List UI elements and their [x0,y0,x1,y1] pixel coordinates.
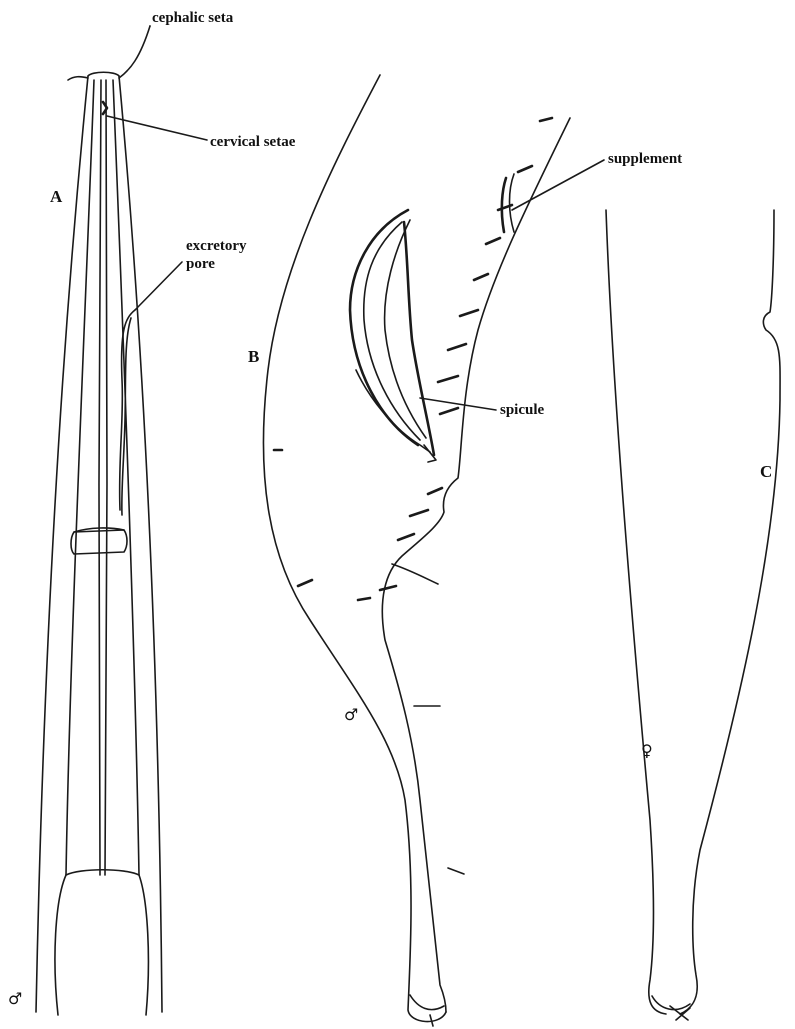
panel-b-seta-5 [474,274,488,280]
panel-b-seta-19 [448,868,464,874]
panel-c-body-outline-right [680,210,780,1014]
panel-a-pharynx-left [66,80,94,875]
panel-c-female-tail [606,210,780,1020]
panel-a-pharynx-right [113,80,139,875]
label-cervical-setae: cervical setae [210,134,296,150]
panel-b-sex-symbol: ♂ [344,705,358,724]
panel-b-seta-13 [392,564,438,584]
panel-b-seta-4 [486,238,500,244]
panel-b-seta-7 [448,344,466,350]
label-excretory-line2: pore [186,256,215,272]
panel-b-seta-15 [358,598,370,600]
panel-b-seta-10 [428,488,442,494]
panel-a-lumen-1 [99,80,101,875]
panel-b-seta-9 [440,408,458,414]
cervical-setae-leader [107,116,207,140]
panel-a-cardia [55,875,66,1015]
panel-b-tail-tip [410,995,444,1010]
panel-a-cardia-right [139,875,148,1015]
panel-b-seta-2 [518,166,532,172]
panel-a-letter: A [50,187,63,206]
panel-b-supplement-2 [510,174,515,232]
panel-b-male-tail [263,75,604,1026]
panel-b-spicule-outer [350,210,418,445]
panel-a-cephalic-seta-left [68,77,88,80]
label-spicule: spicule [500,402,545,418]
panel-b-seta-1 [540,118,552,121]
panel-b-seta-6 [460,310,478,316]
panel-b-setae [274,118,552,874]
label-excretory-line1: excretory [186,238,247,254]
panel-b-body-outline-outer [263,75,446,1022]
panel-c-body-outline-left [606,210,666,1014]
panel-a-sex-symbol: ♂ [8,989,22,1008]
panel-c-letter: C [760,462,772,481]
panel-b-seta-8 [438,376,458,382]
excretory-pore-leader [135,262,182,310]
panel-a-cephalic-seta-right [119,26,150,78]
panel-a-cardia-top [66,870,139,875]
panel-b-seta-12 [398,534,414,540]
panel-a-head [88,72,119,76]
panel-a-lumen-2 [105,80,107,875]
label-cephalic-seta: cephalic seta [152,10,234,26]
panel-b-seta-11 [410,510,428,516]
panel-b-seta-14 [380,586,396,590]
label-supplement: supplement [608,151,682,167]
panel-b-supplement [502,178,506,232]
panel-c-sex-symbol: ♀ [641,741,653,760]
panel-b-seta-17 [298,580,312,586]
panel-b-spicule-back [404,222,434,455]
panel-b-letter: B [248,347,259,366]
panel-a-anterior-end [36,26,207,1015]
